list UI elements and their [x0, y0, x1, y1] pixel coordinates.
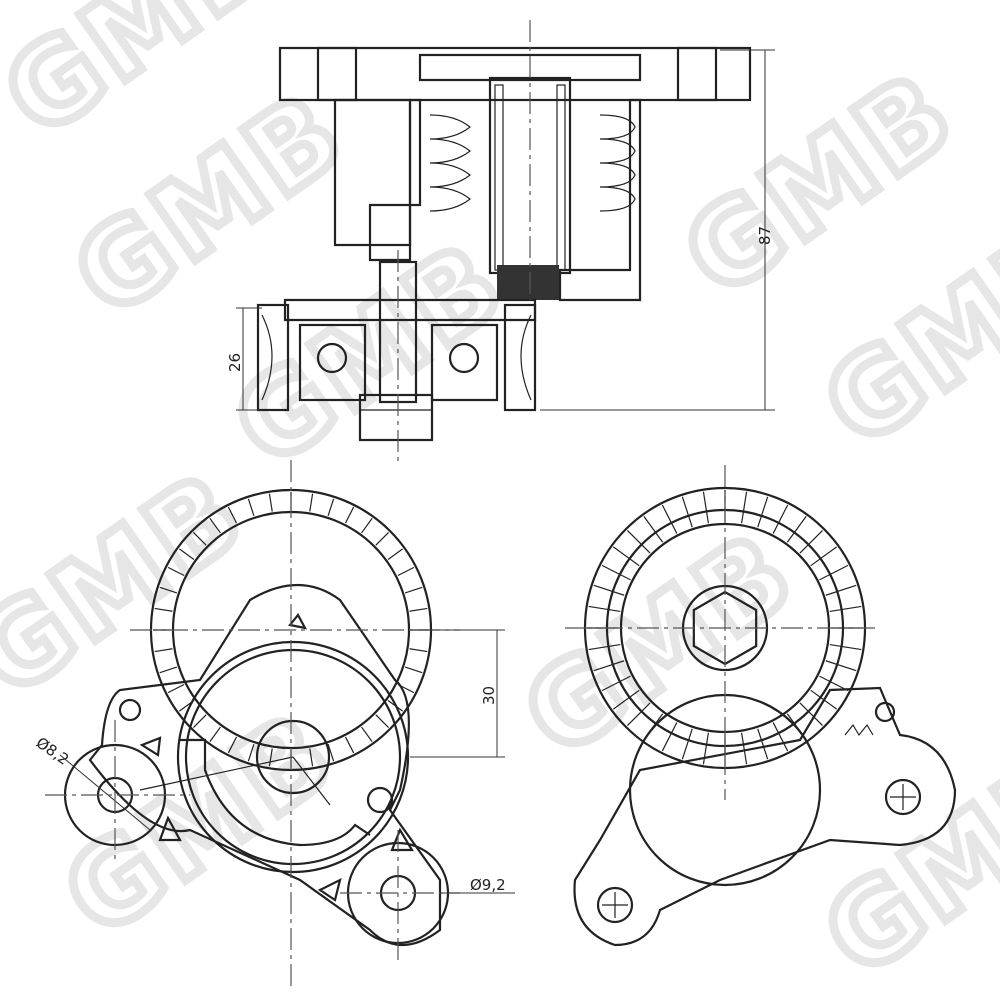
pulley-tooth: [786, 516, 807, 543]
pulley-tooth: [344, 736, 355, 754]
pulley-tooth: [167, 566, 185, 577]
pulley-tooth: [819, 675, 849, 692]
pulley-tooth: [227, 736, 238, 754]
dimension-label: 30: [480, 686, 498, 705]
section-view: [256, 20, 752, 465]
pulley-tooth: [179, 548, 195, 560]
pulley-tooth: [409, 607, 428, 612]
pulley-tooth: [757, 728, 769, 760]
pulley-tooth: [192, 714, 207, 729]
pulley-tooth: [154, 607, 173, 612]
pulley-tooth: [740, 732, 748, 765]
pulley-tooth: [810, 689, 837, 710]
pulley-tooth: [772, 504, 789, 534]
pulley-tooth: [167, 683, 185, 694]
rear-view: [565, 465, 957, 947]
pulley-tooth: [702, 732, 710, 765]
pulley-tooth: [643, 713, 664, 740]
pulley-tooth: [702, 491, 710, 524]
pulley-tooth: [375, 714, 390, 729]
pulley-tooth: [309, 748, 314, 767]
pulley-tooth: [825, 584, 857, 596]
pulley-tooth: [159, 666, 178, 674]
dimension-87: 87: [540, 49, 775, 411]
pulley-tooth: [404, 586, 423, 594]
pulley-tooth: [154, 648, 173, 653]
pulley-tooth: [327, 743, 335, 762]
pulley-tooth: [588, 643, 621, 651]
pulley-tooth: [375, 531, 390, 546]
pulley-tooth: [772, 722, 789, 752]
pulley-tooth: [643, 516, 664, 543]
pulley-tooth: [613, 689, 640, 710]
pulley-tooth: [361, 726, 373, 742]
pulley-tooth: [829, 605, 862, 613]
pulley-tooth: [825, 660, 857, 672]
dimension-label: 87: [756, 226, 774, 245]
front-view: [45, 460, 460, 990]
pulley-tooth: [593, 584, 625, 596]
pulley-tooth: [397, 566, 415, 577]
pulley-tooth: [227, 506, 238, 524]
pulley-tooth: [613, 546, 640, 567]
pulley-tooth: [757, 496, 769, 528]
pulley-tooth: [799, 529, 824, 554]
pulley-tooth: [159, 586, 178, 594]
pulley-tooth: [209, 518, 221, 534]
pulley-tooth: [740, 491, 748, 524]
pulley-tooth: [192, 531, 207, 546]
pulley-tooth: [268, 748, 273, 767]
pulley-tooth: [786, 713, 807, 740]
pulley-tooth: [268, 493, 273, 512]
pulley-tooth: [209, 726, 221, 742]
pulley-tooth: [344, 506, 355, 524]
pulley-tooth: [799, 702, 824, 727]
pulley-tooth: [327, 498, 335, 517]
pulley-tooth: [361, 518, 373, 534]
pulley-tooth: [588, 605, 621, 613]
dimension-label: 26: [226, 353, 244, 372]
pulley-tooth: [626, 702, 651, 727]
pulley-tooth: [247, 743, 255, 762]
pulley-tooth: [681, 496, 693, 528]
watermark: GMB: [0, 447, 267, 721]
pulley-tooth: [247, 498, 255, 517]
pulley-tooth: [681, 728, 693, 760]
pulley-tooth: [593, 660, 625, 672]
pulley-tooth: [601, 675, 631, 692]
pulley-tooth: [810, 546, 837, 567]
pulley-tooth: [387, 548, 403, 560]
pulley-tooth: [309, 493, 314, 512]
dimension-30: 30: [410, 629, 505, 758]
pulley-tooth: [404, 666, 423, 674]
pulley-tooth: [626, 529, 651, 554]
watermark: GMB: [801, 727, 1000, 1000]
dimension-26: 26: [226, 307, 262, 411]
pulley-tooth: [829, 643, 862, 651]
pulley-tooth: [409, 648, 428, 653]
pulley-tooth: [601, 564, 631, 581]
hole-diameter-bottom: Ø9,2: [470, 876, 506, 894]
pulley-tooth: [661, 722, 678, 752]
hole-diameter-left: Ø8,2: [33, 734, 73, 769]
pulley-tooth: [819, 564, 849, 581]
pulley-tooth: [661, 504, 678, 534]
